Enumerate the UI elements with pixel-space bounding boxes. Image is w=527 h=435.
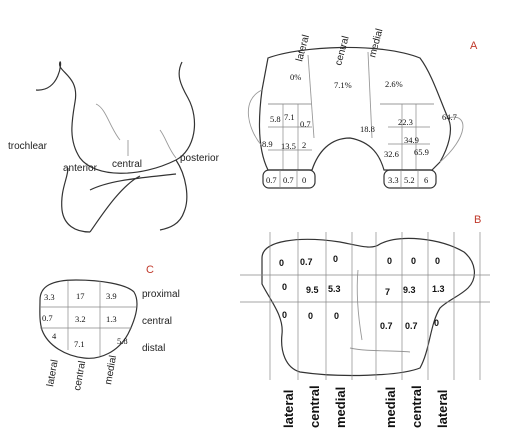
patella-value: 17 <box>76 291 85 301</box>
tibia-bottom-label-lateral: lateral <box>435 390 450 428</box>
femur-map: lateral central medial 0% 7.1% 2.6% 5.8 … <box>248 27 463 188</box>
tibia-map: 0 0.7 0 0 0 0 0 9.5 5.3 7 9.3 1.3 0 0 0 … <box>240 232 490 428</box>
tibia-value: 0 <box>435 256 440 266</box>
femur-value: 65.9 <box>414 147 429 157</box>
femur-value: 0% <box>290 72 301 82</box>
femur-value: 2 <box>302 140 306 150</box>
patella-map: 3.3 17 3.9 0.7 3.2 1.3 4 7.1 5.8 proxima… <box>40 280 180 392</box>
tibia-value: 0 <box>434 318 439 328</box>
patella-label-distal: distal <box>142 343 165 354</box>
tibia-value: 9.3 <box>403 285 416 295</box>
tibia-value: 0 <box>279 258 284 268</box>
femur-value: 34.9 <box>404 135 419 145</box>
femur-value: 8.9 <box>262 139 273 149</box>
tibia-value: 0.7 <box>405 321 418 331</box>
label-central: central <box>112 159 142 170</box>
patella-label-central: central <box>142 316 172 327</box>
tibia-value: 7 <box>385 287 390 297</box>
patella-value: 4 <box>52 331 57 341</box>
patella-value: 1.3 <box>106 314 117 324</box>
patella-value: 3.2 <box>75 314 86 324</box>
femur-value: 7.1% <box>334 80 352 90</box>
tibia-value: 0 <box>334 311 339 321</box>
femur-value: 0 <box>302 175 306 185</box>
tibia-bottom-label-medial: medial <box>333 387 348 428</box>
tibia-bottom-label-central: central <box>307 385 322 428</box>
femur-value: 0.7 <box>283 175 294 185</box>
femur-value: 2.6% <box>385 79 403 89</box>
femur-value: 5.2 <box>404 175 415 185</box>
tibia-bottom-label-central: central <box>409 385 424 428</box>
panel-label-a: A <box>470 40 478 52</box>
tibia-value: 0 <box>387 256 392 266</box>
femur-value: 22.3 <box>398 117 413 127</box>
femur-value: 18.8 <box>360 124 375 134</box>
femur-value: 3.3 <box>388 175 399 185</box>
patella-value: 5.8 <box>117 336 128 346</box>
tibia-bottom-label-medial: medial <box>383 387 398 428</box>
femur-value: 13.5 <box>281 141 296 151</box>
tibia-value: 5.3 <box>328 284 341 294</box>
femur-value: 6 <box>424 175 428 185</box>
femur-value: 0.7 <box>266 175 277 185</box>
femur-value: 32.6 <box>384 149 399 159</box>
femur-top-label-lateral: lateral <box>294 34 312 63</box>
femur-value: 5.8 <box>270 114 281 124</box>
tibia-value: 1.3 <box>432 284 445 294</box>
label-trochlear: trochlear <box>8 141 48 152</box>
tibia-value: 0 <box>308 311 313 321</box>
patella-value: 3.3 <box>44 292 55 302</box>
tibia-value: 0.7 <box>380 321 393 331</box>
femur-top-label-central: central <box>333 35 351 67</box>
patella-value: 7.1 <box>74 339 85 349</box>
tibia-value: 0 <box>333 254 338 264</box>
patella-label-proximal: proximal <box>142 289 180 300</box>
tibia-value: 0 <box>282 310 287 320</box>
tibia-value: 0 <box>282 282 287 292</box>
label-anterior: anterior <box>63 163 98 174</box>
patella-bottom-label-medial: medial <box>103 355 119 386</box>
label-posterior: posterior <box>180 153 220 164</box>
tibia-value: 9.5 <box>306 285 319 295</box>
tibia-bottom-label-lateral: lateral <box>281 390 296 428</box>
knee-side-view: trochlear anterior central posterior <box>8 62 220 232</box>
patella-bottom-label-central: central <box>72 360 88 391</box>
panel-label-c: C <box>146 264 154 276</box>
patella-value: 3.9 <box>106 291 117 301</box>
panel-label-b: B <box>474 214 481 226</box>
patella-bottom-label-lateral: lateral <box>45 359 61 388</box>
tibia-value: 0.7 <box>300 257 313 267</box>
tibia-value: 0 <box>411 256 416 266</box>
femur-value: 7.1 <box>284 112 295 122</box>
femur-top-label-medial: medial <box>367 27 385 58</box>
femur-value: 64.7 <box>442 112 457 122</box>
femur-value: 0.7 <box>300 119 311 129</box>
patella-value: 0.7 <box>42 313 53 323</box>
